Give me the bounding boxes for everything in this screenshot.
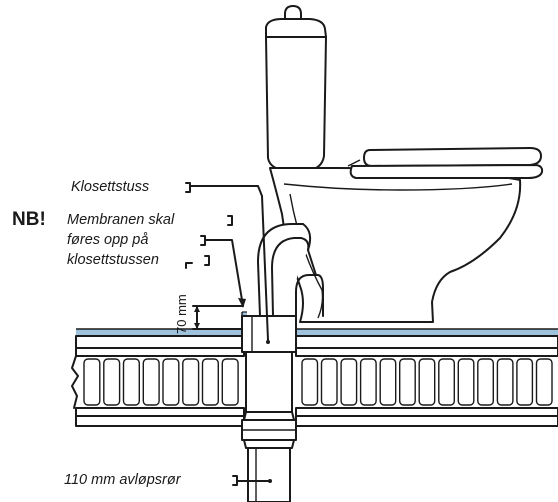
floor-plate-right	[295, 335, 558, 349]
floor-joist	[103, 358, 121, 406]
floor-joist	[477, 358, 494, 406]
floor-joist	[221, 358, 239, 406]
nb-label: NB!	[12, 209, 46, 230]
toilet-seat-lower	[349, 164, 544, 179]
floor-joist	[201, 358, 220, 406]
floor-joist	[142, 358, 160, 406]
membrane-note-line3: klosettstussen	[67, 252, 159, 268]
cistern-knob	[284, 5, 302, 20]
cistern-tank	[265, 36, 327, 172]
floor-joists-right	[301, 358, 553, 406]
height-dimension: 70 mm	[174, 262, 243, 334]
floor-joist	[162, 358, 180, 406]
toilet-flange	[241, 315, 297, 353]
ceiling-board-right	[295, 415, 558, 427]
floor-joist	[399, 358, 416, 406]
ceiling-board-left	[75, 415, 245, 427]
pipe-label: 110 mm avløpsrør	[64, 472, 182, 488]
floor-joists-left	[83, 358, 239, 406]
membrane	[76, 312, 247, 336]
floor-joist	[457, 358, 475, 406]
membrane-note-line1: Membranen skal	[67, 212, 175, 228]
flange-label: Klosettstuss	[71, 179, 149, 195]
toilet	[257, 5, 544, 323]
floor-joist	[320, 358, 338, 406]
floor-joist	[535, 358, 553, 406]
floor-joist	[359, 358, 377, 406]
floor-joist	[438, 358, 455, 406]
floor-joist	[418, 358, 436, 406]
callouts: Klosettstuss NB! Membranen skal føres op…	[12, 179, 272, 488]
height-label: 70 mm	[174, 294, 189, 334]
membrane-note-line2: føres opp på	[67, 232, 148, 248]
floor-joist	[83, 358, 101, 406]
drain-pipe-110mm	[247, 447, 291, 502]
floor-joist	[122, 358, 141, 406]
floor-joist	[496, 358, 514, 406]
outlet-bend	[257, 223, 304, 317]
toilet-seat	[363, 147, 542, 167]
floor-joist	[340, 358, 358, 406]
floor-construction	[71, 311, 558, 427]
cistern-lid	[265, 18, 327, 38]
drain-pipe	[241, 315, 297, 502]
floor-joist	[182, 358, 200, 406]
floor-plate-left	[75, 335, 245, 349]
floor-joist	[379, 358, 397, 406]
floor-joist	[516, 358, 534, 406]
floor-joist	[301, 358, 319, 406]
